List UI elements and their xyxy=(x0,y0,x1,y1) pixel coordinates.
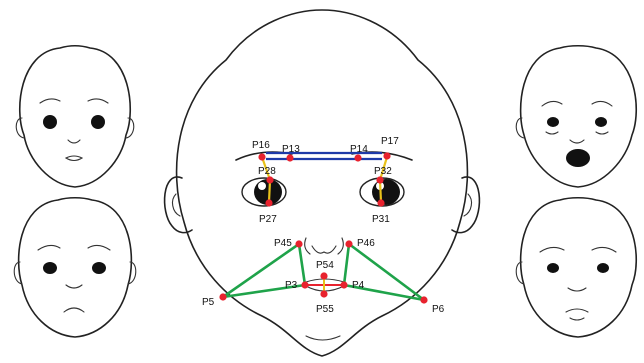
landmark-p3 xyxy=(301,281,308,288)
label-p6: P6 xyxy=(432,304,445,315)
landmark-p6 xyxy=(420,296,427,303)
label-p27: P27 xyxy=(259,214,277,225)
landmark-p27 xyxy=(265,199,272,206)
label-p55: P55 xyxy=(316,304,334,315)
label-p46: P46 xyxy=(357,238,375,249)
landmark-p31 xyxy=(377,199,384,206)
landmark-p54 xyxy=(320,272,327,279)
landmark-p28 xyxy=(266,176,273,183)
label-p5: P5 xyxy=(202,297,215,308)
label-p3: P3 xyxy=(285,280,298,291)
landmark-p14 xyxy=(354,154,361,161)
label-p17: P17 xyxy=(381,136,399,147)
face-thumbnail-top-left xyxy=(16,46,134,187)
label-p14: P14 xyxy=(350,144,368,155)
face-thumbnail-bottom-left xyxy=(14,198,136,337)
landmark-p32 xyxy=(376,176,383,183)
landmark-p17 xyxy=(383,152,390,159)
landmark-p55 xyxy=(320,290,327,297)
label-p4: P4 xyxy=(352,280,365,291)
label-p16: P16 xyxy=(252,140,270,151)
label-p28: P28 xyxy=(258,166,276,177)
landmark-p5 xyxy=(219,293,226,300)
landmark-p4 xyxy=(340,281,347,288)
face-thumbnail-bottom-right xyxy=(516,198,636,337)
face-thumbnail-top-right xyxy=(516,46,636,187)
label-p45: P45 xyxy=(274,238,292,249)
landmark-p46 xyxy=(345,240,352,247)
label-p54: P54 xyxy=(316,260,334,271)
landmark-p13 xyxy=(286,154,293,161)
label-p31: P31 xyxy=(372,214,390,225)
landmark-p45 xyxy=(295,240,302,247)
label-p32: P32 xyxy=(374,166,392,177)
landmark-p16 xyxy=(258,153,265,160)
label-p13: P13 xyxy=(282,144,300,155)
